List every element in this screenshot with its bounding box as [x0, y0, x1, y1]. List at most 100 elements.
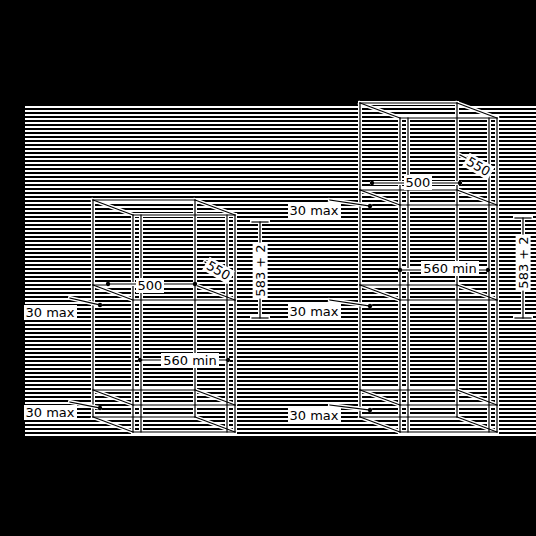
cabinet-line [132, 215, 133, 432]
cabinet-halo [400, 298, 497, 302]
cabinet-line [400, 404, 497, 405]
cabinet-halo [91, 200, 95, 417]
dimension-line [515, 317, 531, 318]
dimension-label: 30 max [24, 305, 77, 320]
cabinet-line [457, 390, 497, 405]
cabinet-halo [400, 430, 497, 434]
cabinet-halo [133, 430, 235, 434]
dimension-arrow [368, 408, 372, 412]
dimension-label: 560 min [161, 353, 218, 368]
dimension-label: 30 max [24, 405, 77, 420]
dimension-arrow [106, 282, 110, 286]
cabinet-halo [133, 298, 235, 302]
cabinet-line [194, 200, 195, 417]
cabinet-line [457, 417, 497, 432]
cabinet-line [133, 214, 235, 215]
cabinet-halo [195, 200, 235, 215]
dimension-arrow [98, 303, 102, 307]
cabinet-line [360, 103, 400, 118]
cabinet-halo [406, 118, 410, 432]
cabinet-halo [358, 103, 362, 417]
cabinet-line [400, 299, 497, 300]
cabinet-line [133, 431, 235, 432]
cabinet-halo [93, 198, 195, 202]
cabinet-line [93, 416, 195, 417]
cabinet-halo [139, 215, 143, 432]
cabinet-halo [195, 285, 235, 300]
cabinet-line [93, 285, 133, 300]
cabinet-halo [131, 215, 135, 432]
cabinet-halo [457, 103, 497, 118]
dimension-label: 30 max [288, 304, 341, 319]
cabinet-line [360, 285, 400, 300]
cabinet-halo [360, 103, 400, 118]
cabinet-halo [233, 215, 237, 432]
dimension-label: 500 [404, 175, 433, 190]
dimension-arrow [368, 204, 372, 208]
cabinet-line [92, 200, 93, 417]
cabinet-halo [93, 417, 133, 432]
dimension-label: 583 + 2 [516, 234, 531, 290]
cabinet-line [360, 284, 457, 285]
dimension-arrow [193, 282, 197, 286]
cabinet-halo [457, 285, 497, 300]
cabinet-line [400, 431, 497, 432]
cabinet-halo [360, 101, 457, 105]
cabinet-halo [400, 116, 497, 120]
cabinet-halo [93, 388, 195, 392]
cabinet-line [457, 285, 497, 300]
hatched-band [25, 105, 536, 437]
cabinet-halo [93, 390, 133, 405]
cabinet-halo [400, 203, 497, 207]
dimension-line [252, 317, 268, 318]
cabinet-line [360, 189, 457, 190]
cabinet-line [140, 215, 141, 432]
cabinet-line [133, 404, 235, 405]
cabinet-line [360, 417, 400, 432]
cabinet-halo [398, 118, 402, 432]
cabinet-line [400, 204, 497, 205]
dimension-line [515, 217, 531, 218]
cabinet-halo [457, 390, 497, 405]
dimension-label: 560 min [421, 261, 478, 276]
cabinet-halo [360, 285, 400, 300]
cabinet-line [496, 118, 497, 432]
cabinet-line [234, 215, 235, 432]
cabinet-line [400, 117, 497, 118]
cabinet-halo [193, 200, 197, 417]
dimension-label: 500 [136, 278, 165, 293]
dimension-arrow [368, 304, 372, 308]
dimension-arrow [138, 358, 142, 362]
cabinet-halo [93, 285, 133, 300]
cabinet-line [195, 390, 235, 405]
cabinet-halo [93, 415, 195, 419]
cabinet-halo [495, 118, 499, 432]
cabinet-halo [133, 213, 235, 217]
dimension-label: 30 max [288, 408, 341, 423]
dimension-arrow [458, 181, 462, 185]
cabinet-halo [360, 417, 400, 432]
dimension-label: 583 + 2 [253, 242, 268, 298]
cabinet-line [93, 389, 195, 390]
cabinet-line [399, 118, 400, 432]
dimension-arrow [398, 268, 402, 272]
cabinet-line [457, 103, 497, 118]
cabinet-halo [133, 403, 235, 407]
cabinet-line [195, 285, 235, 300]
cabinet-halo [457, 190, 497, 205]
dimension-arrow [370, 181, 374, 185]
cabinet-line [359, 103, 360, 417]
dimension-line [252, 221, 268, 222]
cabinet-halo [93, 200, 133, 215]
cabinet-halo [360, 390, 400, 405]
cabinet-line [226, 215, 227, 432]
cabinet-line [407, 118, 408, 432]
cabinet-line [93, 390, 133, 405]
cabinet-halo [360, 190, 400, 205]
cabinet-line [195, 417, 235, 432]
cabinet-line [93, 200, 133, 215]
cabinet-line [360, 190, 400, 205]
dimension-arrow [226, 358, 230, 362]
